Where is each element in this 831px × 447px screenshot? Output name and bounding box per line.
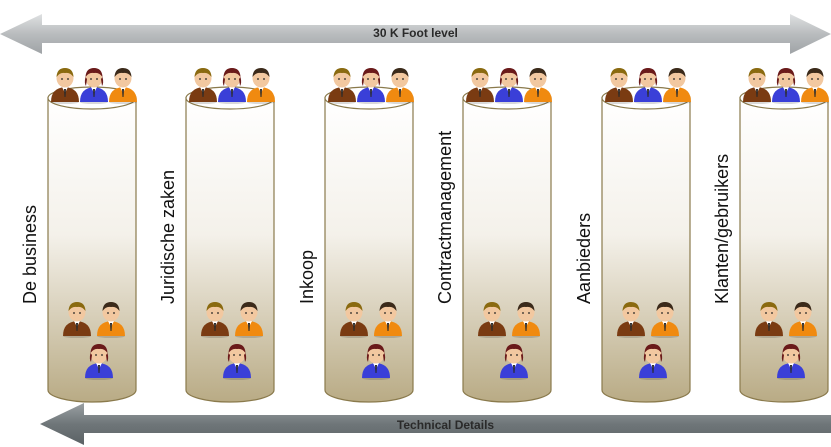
person-icon [521, 66, 555, 105]
silo-6: Klanten/gebruikers [712, 68, 830, 404]
top-arrow-label: 30 K Foot level [373, 26, 458, 40]
person-icon [636, 342, 670, 381]
person-icon [186, 66, 220, 105]
person-icon [769, 66, 803, 105]
person-icon [232, 300, 266, 339]
person-icon [774, 342, 808, 381]
person-icon [94, 300, 128, 339]
person-icon [337, 300, 371, 339]
person-icon [244, 66, 278, 105]
person-icon [492, 66, 526, 105]
person-icon [106, 66, 140, 105]
person-icon [786, 300, 820, 339]
silo-4: Contractmanagement [435, 68, 553, 404]
silo-label: Juridische zaken [158, 169, 178, 304]
person-icon [602, 66, 636, 105]
silo-label: De business [20, 204, 40, 304]
person-icon [648, 300, 682, 339]
silo-1: De business [20, 68, 138, 404]
silo-2: Juridische zaken [158, 68, 276, 404]
person-icon [60, 300, 94, 339]
person-icon [383, 66, 417, 105]
silo-label: Inkoop [297, 249, 317, 304]
person-icon [463, 66, 497, 105]
person-icon [359, 342, 393, 381]
bottom-double-arrow [40, 403, 831, 445]
bottom-arrow-label: Technical Details [396, 418, 495, 432]
person-icon [77, 66, 111, 105]
person-icon [215, 66, 249, 105]
person-icon [752, 300, 786, 339]
top-double-arrow [0, 14, 831, 54]
person-icon [660, 66, 694, 105]
silo-5: Aanbieders [574, 68, 692, 404]
person-icon [631, 66, 665, 105]
silo-label: Contractmanagement [435, 130, 455, 304]
person-icon [354, 66, 388, 105]
person-icon [371, 300, 405, 339]
person-icon [220, 342, 254, 381]
silo-3: Inkoop [297, 68, 415, 404]
person-icon [740, 66, 774, 105]
person-icon [82, 342, 116, 381]
person-icon [509, 300, 543, 339]
silo-label: Aanbieders [574, 212, 594, 304]
person-icon [475, 300, 509, 339]
silo-label: Klanten/gebruikers [712, 153, 732, 304]
person-icon [798, 66, 831, 105]
person-icon [614, 300, 648, 339]
person-icon [325, 66, 359, 105]
person-icon [497, 342, 531, 381]
person-icon [198, 300, 232, 339]
person-icon [48, 66, 82, 105]
